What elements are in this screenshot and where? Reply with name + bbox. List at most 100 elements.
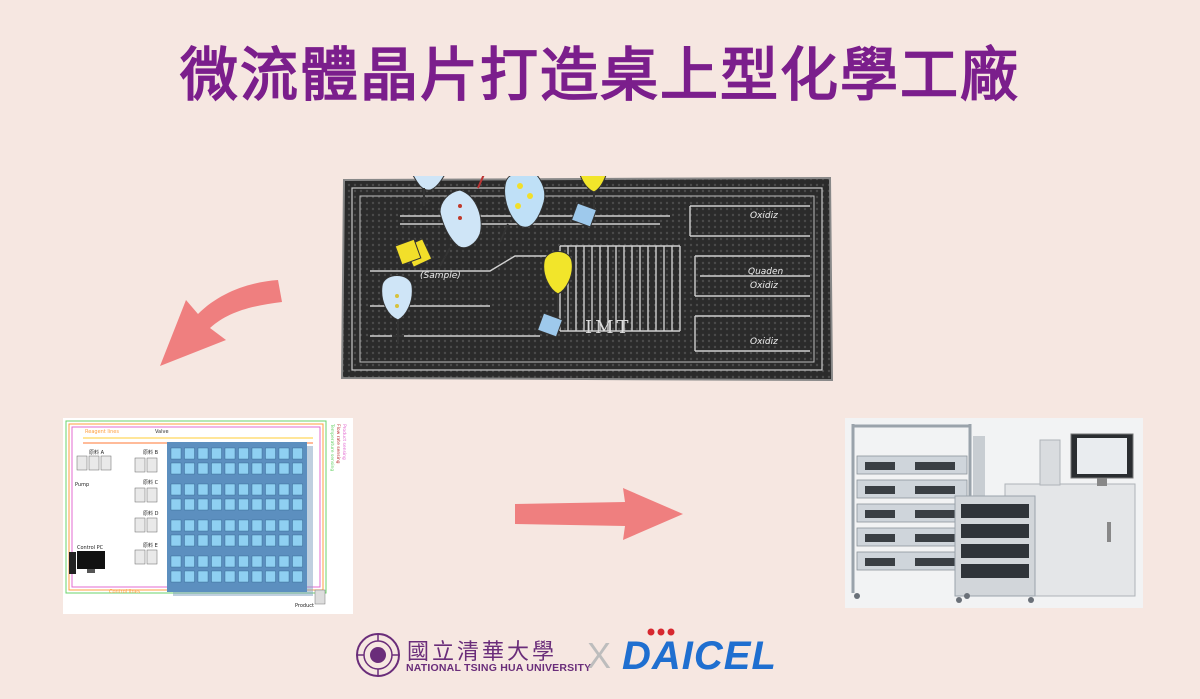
chip-cell <box>184 570 195 583</box>
factory-schematic: Reagent lines Valve Temperature sensing … <box>63 418 353 614</box>
chip-label-3: Oxidiz <box>750 281 778 291</box>
chip-cell <box>197 498 209 511</box>
chip-cell <box>238 498 249 511</box>
chip-cell <box>184 483 195 496</box>
chip-cell <box>211 462 222 475</box>
chip-cell <box>251 462 263 475</box>
chip-cell <box>265 483 276 496</box>
label-valve: Valve <box>155 429 169 435</box>
label-raw-b: 原料 B <box>143 449 159 456</box>
chip-cell <box>278 483 290 496</box>
chip-cell <box>265 555 276 568</box>
label-raw-d: 原料 D <box>143 510 159 517</box>
chip-cell <box>224 534 236 547</box>
chip-cell <box>224 555 236 568</box>
chip-cell <box>238 483 249 496</box>
flask-icon <box>499 176 546 243</box>
chip-cell <box>211 555 222 568</box>
chip-cell <box>224 483 236 496</box>
chip-cell <box>278 570 290 583</box>
daicel-dots-icon <box>647 628 675 636</box>
chip-cell <box>184 447 195 460</box>
chemical-factory-photo <box>845 418 1143 608</box>
chip-cell <box>292 570 303 583</box>
chip-cell <box>211 519 222 532</box>
chip-cell <box>184 498 195 511</box>
chip-cell <box>292 555 303 568</box>
chip-cell <box>265 498 276 511</box>
label-raw-c: 原料 C <box>143 479 159 486</box>
daicel-logo: DAICEL <box>622 634 777 678</box>
chip-cell <box>170 498 182 511</box>
chip-cell <box>238 447 249 460</box>
flask-icon <box>570 176 607 228</box>
chip-cell <box>211 570 222 583</box>
chip-cell <box>265 462 276 475</box>
chip-cell <box>197 519 209 532</box>
chip-cell <box>278 498 290 511</box>
chip-cell <box>197 462 209 475</box>
chip-cell <box>170 570 182 583</box>
nthu-chinese-name: 國立清華大學 <box>407 640 558 665</box>
label-product-sensing: Product sensing <box>341 424 347 460</box>
chip-cell <box>184 555 195 568</box>
label-flow-rate-sensing: Flow rate sensing <box>335 424 341 464</box>
flask-icon <box>413 176 445 206</box>
chip-cell <box>292 483 303 496</box>
chip-cell <box>238 570 249 583</box>
chip-cell <box>224 519 236 532</box>
chip-cell <box>211 498 222 511</box>
label-pump: Pump <box>75 482 89 488</box>
chip-cell <box>292 519 303 532</box>
chip-cell <box>251 519 263 532</box>
chip-cell <box>278 462 290 475</box>
chip-cell <box>170 519 182 532</box>
chip-cell <box>251 498 263 511</box>
chip-label-4: Oxidiz <box>750 337 778 347</box>
chip-cell <box>238 519 249 532</box>
flask-icon <box>536 251 573 338</box>
microfluidic-chip-image: Oxidiz Quaden Oxidiz Oxidiz (Sample) IMT <box>340 176 834 381</box>
chip-cell <box>251 447 263 460</box>
chip-brand: IMT <box>585 317 632 338</box>
chip-cell <box>170 447 182 460</box>
label-product: Product <box>295 603 314 609</box>
chip-label-1: Oxidiz <box>750 211 778 221</box>
chip-cell <box>224 570 236 583</box>
chip-cell <box>197 555 209 568</box>
nthu-seal-icon <box>356 633 400 677</box>
chip-cell <box>224 447 236 460</box>
chip-cell <box>292 462 303 475</box>
label-raw-e: 原料 E <box>143 542 158 549</box>
chip-cell <box>211 447 222 460</box>
label-control-pc: Control PC <box>77 545 104 551</box>
chip-cell <box>224 498 236 511</box>
chip-cell <box>292 498 303 511</box>
chip-cell <box>251 555 263 568</box>
label-raw-a: 原料 A <box>89 449 105 456</box>
chip-cell <box>251 483 263 496</box>
chip-cell <box>211 483 222 496</box>
chip-cell <box>184 519 195 532</box>
label-reagent-lines: Reagent lines <box>85 429 119 435</box>
chip-cell <box>197 570 209 583</box>
chip-cell <box>170 483 182 496</box>
chip-cell <box>251 534 263 547</box>
chip-cell <box>170 462 182 475</box>
footer-logos: 國立清華大學 NATIONAL TSING HUA UNIVERSITY X D… <box>355 628 785 682</box>
chip-cell <box>184 534 195 547</box>
chip-cell <box>265 534 276 547</box>
chip-cell <box>238 462 249 475</box>
chip-cell <box>251 570 263 583</box>
chip-sample-label: (Sample) <box>420 271 461 281</box>
label-control-lines: Control lines <box>109 589 141 595</box>
flask-icon <box>381 238 422 344</box>
page-title: 微流體晶片打造桌上型化學工廠 <box>179 41 1020 109</box>
nthu-english-name: NATIONAL TSING HUA UNIVERSITY <box>406 662 592 674</box>
right-arrow-icon <box>515 488 683 540</box>
chip-cell <box>265 570 276 583</box>
curved-arrow-icon <box>160 280 282 366</box>
chip-cell <box>170 534 182 547</box>
label-temperature-sensing: Temperature sensing <box>329 423 335 471</box>
chip-cell <box>197 447 209 460</box>
